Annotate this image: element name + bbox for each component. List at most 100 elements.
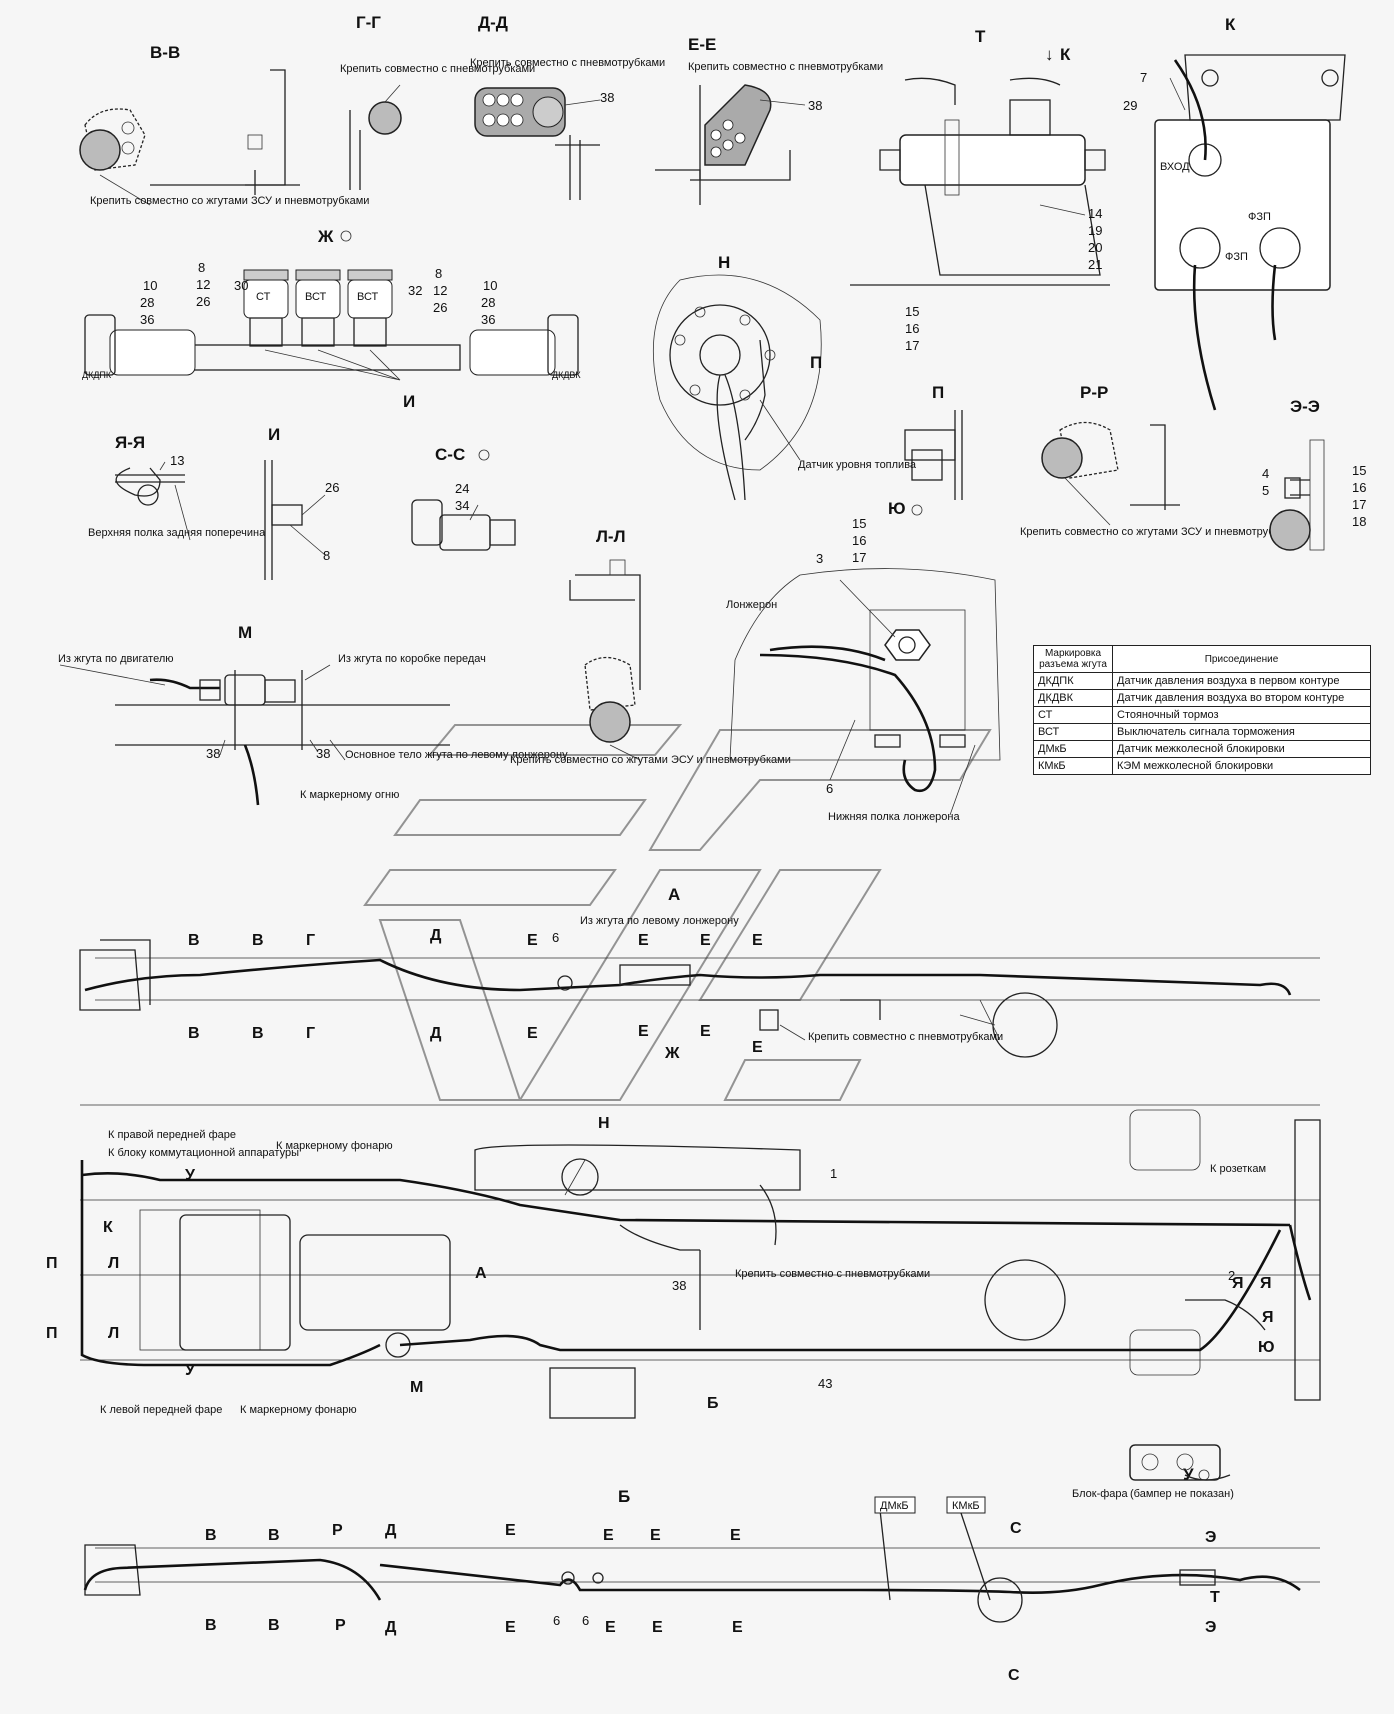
note-ll: Крепить совместно со жгутами ЭСУ и пневм… (510, 754, 791, 766)
callout-8-l: 8 (198, 260, 205, 275)
section-b-title: Б (618, 1487, 630, 1506)
side-view-marks-bottom: В В Г Д Е Е Е Е Ж (188, 1023, 763, 1062)
section-m-title: М (238, 623, 252, 642)
note-vv: Крепить совместно со жгутами ЗСУ и пневм… (90, 195, 369, 207)
connector-table: Маркировка разъема жгута Присоединение Д… (1033, 645, 1371, 775)
callout-10-l: 10 (143, 278, 157, 293)
svg-text:С: С (1008, 1667, 1020, 1684)
svg-text:Ю: Ю (1258, 1339, 1275, 1356)
callout-8-r: 8 (435, 266, 442, 281)
svg-text:Я: Я (1232, 1275, 1244, 1292)
b-view-marks-top: В В Р Д Е Е Е Е С Э (205, 1520, 1216, 1546)
callout-14: 14 (1088, 206, 1102, 221)
section-ee2-title: Э-Э (1290, 397, 1320, 416)
svg-text:Д: Д (430, 1025, 442, 1042)
svg-text:Л: Л (108, 1255, 119, 1272)
section-a-title: А (668, 885, 680, 904)
table-header-conn: Присоединение (1112, 645, 1371, 673)
svg-text:П: П (46, 1255, 58, 1272)
svg-text:Д: Д (385, 1619, 397, 1636)
note-a-from: Из жгута по левому лонжерону (580, 915, 739, 927)
callout-38-dd: 38 (600, 90, 614, 105)
svg-text:П: П (46, 1325, 58, 1342)
callout-32: 32 (408, 283, 422, 298)
callout-43: 43 (818, 1376, 832, 1391)
section-ss-title: С-С (435, 445, 465, 464)
svg-text:Р: Р (335, 1617, 346, 1634)
label-p-arrow: П (810, 353, 822, 372)
svg-text:Е: Е (605, 1619, 616, 1636)
sensor-right (469, 329, 556, 376)
svg-text:Д: Д (430, 927, 442, 944)
svg-text:Е: Е (732, 1619, 743, 1636)
section-zh (84, 269, 579, 381)
section-vv (79, 69, 300, 206)
section-zh-title: Ж (317, 227, 334, 246)
callout-17-yu: 17 (852, 550, 866, 565)
svg-text:Б: Б (707, 1395, 719, 1412)
svg-text:Е: Е (638, 1023, 649, 1040)
tag-kmkb (946, 1496, 986, 1514)
callout-18: 18 (1352, 514, 1366, 529)
section-yaya-title: Я-Я (115, 433, 145, 452)
callout-36-r: 36 (481, 312, 495, 327)
svg-text:Е: Е (638, 932, 649, 949)
callout-38-m2: 38 (316, 746, 330, 761)
watermark-logo (363, 724, 992, 1101)
svg-text:Р: Р (332, 1522, 343, 1539)
section-u-title: У (1183, 1465, 1194, 1484)
section-dd-title: Д-Д (478, 13, 508, 32)
callout-16-t: 16 (905, 321, 919, 336)
callout-10-r: 10 (483, 278, 497, 293)
callout-15-yu: 15 (852, 516, 866, 531)
section-n-title: Н (718, 253, 730, 272)
svg-text:В: В (252, 1025, 264, 1042)
label-dkdpk: ДКДПК (82, 370, 112, 380)
label-kmkb: КМкБ (952, 1500, 980, 1512)
label-fzp-2: ФЗП (1225, 251, 1248, 263)
label-vst-2: ВСТ (357, 291, 379, 303)
section-yu (729, 568, 1001, 816)
callout-6-yu: 6 (826, 781, 833, 796)
callout-26-r: 26 (433, 300, 447, 315)
callout-12-r: 12 (433, 283, 447, 298)
section-gg (349, 84, 402, 190)
section-ee (655, 84, 806, 205)
callout-6-a: 6 (552, 930, 559, 945)
svg-text:В: В (268, 1617, 280, 1634)
arrow-k: ↓ (1045, 45, 1054, 64)
note-block-lamp: Блок-фара (1072, 1488, 1129, 1500)
side-view-drum (992, 992, 1058, 1058)
section-ss (411, 499, 516, 551)
svg-text:Е: Е (505, 1522, 516, 1539)
section-t (850, 77, 1110, 286)
svg-text:В: В (252, 932, 264, 949)
section-ee-title: Е-Е (688, 35, 716, 54)
note-rr: Крепить совместно со жгутами ЗСУ и пневм… (1020, 526, 1299, 538)
section-k (1154, 54, 1346, 411)
section-vv-title: В-В (150, 43, 180, 62)
callout-6-b1: 6 (553, 1613, 560, 1628)
note-plan-right-head: К правой передней фаре (108, 1129, 236, 1141)
side-view-frame (79, 939, 1320, 1058)
callout-26-l: 26 (196, 294, 210, 309)
svg-text:В: В (268, 1527, 280, 1544)
note-dd: Крепить совместно с пневмотрубками (470, 57, 665, 69)
section-k-title: К (1225, 15, 1236, 34)
svg-text:Е: Е (527, 1025, 538, 1042)
note-spar: Лонжерон (726, 599, 777, 611)
section-i-title: И (268, 425, 280, 444)
svg-text:Т: Т (1210, 1589, 1220, 1606)
label-dkdvk: ДКДВК (552, 370, 581, 380)
note-fuel-sensor: Датчик уровня топлива (798, 459, 917, 471)
section-ee2 (1269, 439, 1325, 551)
svg-text:Е: Е (650, 1527, 661, 1544)
note-gg: Крепить совместно с пневмотрубками (340, 63, 535, 75)
svg-text:В: В (205, 1527, 217, 1544)
label-st: СТ (256, 291, 271, 303)
svg-text:Н: Н (598, 1115, 610, 1132)
section-k-arrow-label: К (1060, 45, 1071, 64)
